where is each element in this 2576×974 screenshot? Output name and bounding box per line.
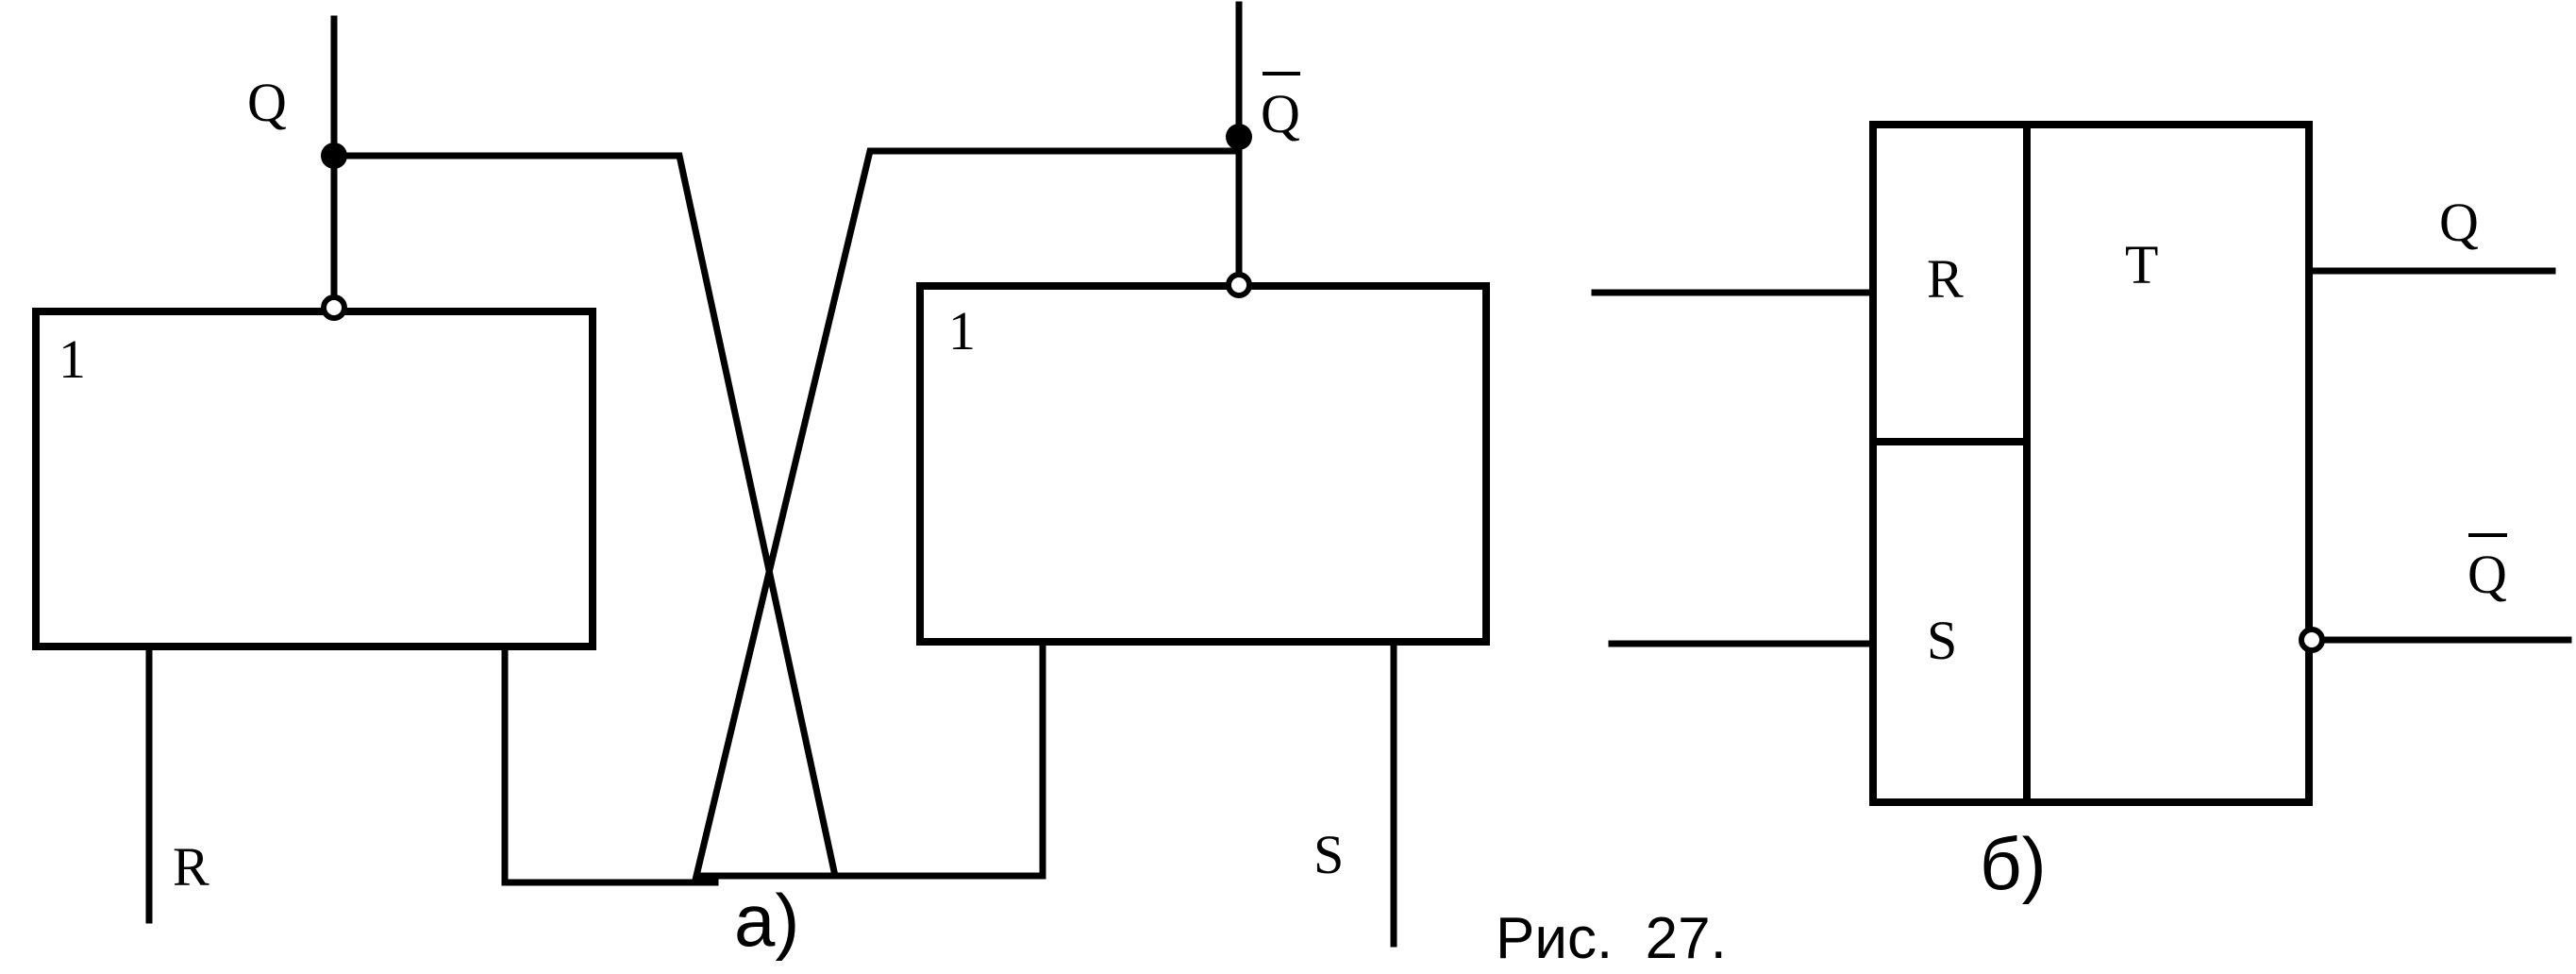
b-r-label: R <box>1927 248 1964 310</box>
q-feedback-wire <box>330 152 840 880</box>
left-gate-symbol: 1 <box>59 328 86 390</box>
q-junction-dot <box>321 143 347 169</box>
part-a-schematic: 1 1 Q Q R S а) <box>32 1 1490 962</box>
right-gate-symbol: 1 <box>948 300 976 361</box>
q-bar-junction-dot <box>1226 124 1252 150</box>
left-gate-inversion-bubble <box>321 294 347 321</box>
s-input-label: S <box>1313 824 1344 885</box>
part-b-symbol: R S T Q Q б) <box>1591 121 2572 905</box>
trigger-type-label: T <box>2125 234 2158 295</box>
b-q-bar-label: Q <box>2467 544 2507 605</box>
figure-caption: Рис. 27. <box>1496 906 1727 971</box>
q-output-label: Q <box>247 72 287 133</box>
right-gate-first-input-wire <box>845 643 1046 880</box>
part-a-sublabel: а) <box>734 879 799 962</box>
r-input-label: R <box>173 836 209 898</box>
right-nor-gate <box>916 282 1490 646</box>
b-s-label: S <box>1927 610 1957 671</box>
q-bar-output-label: Q <box>1261 83 1300 144</box>
part-b-sublabel: б) <box>1980 822 2047 905</box>
b-q-label: Q <box>2439 192 2479 253</box>
q-bar-feedback-wire <box>692 147 1243 880</box>
left-nor-gate <box>32 308 596 650</box>
b-inversion-bubble <box>2299 627 2325 653</box>
right-gate-inversion-bubble <box>1226 272 1252 298</box>
rs-trigger-outline <box>1869 121 2313 806</box>
left-gate-second-input-wire <box>501 645 719 886</box>
